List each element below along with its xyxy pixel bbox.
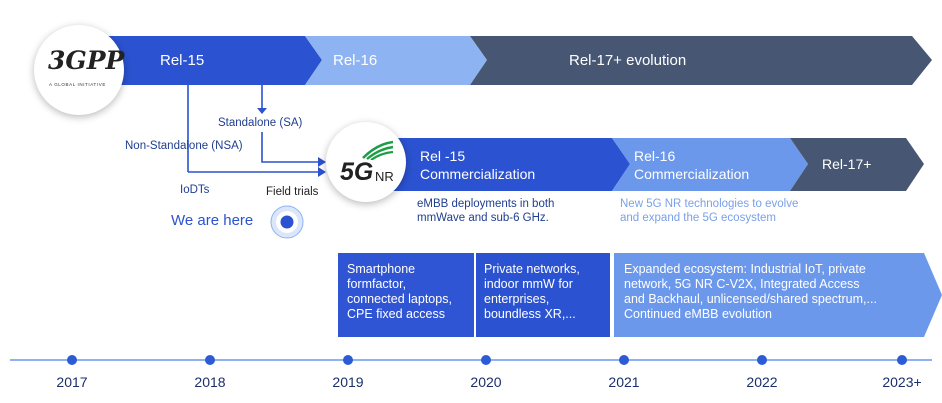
year-2021: 2021 — [608, 374, 640, 390]
year-2017: 2017 — [56, 374, 88, 390]
box-2021-text: Expanded ecosystem: Industrial IoT, priv… — [624, 262, 877, 321]
embb-desc-line2: mmWave and sub-6 GHz. — [417, 212, 549, 224]
box-2019 — [338, 253, 474, 337]
rel17-commercial-label: Rel-17+ — [822, 156, 872, 172]
timeline-dot-2020 — [481, 355, 491, 365]
rel15-commercial-line1: Rel -15 — [420, 148, 466, 164]
rel16-chevron — [305, 36, 487, 85]
standalone-label: Standalone (SA) — [218, 117, 303, 129]
3gpp-tagline: A GLOBAL INITIATIVE — [49, 82, 106, 87]
field-trials-label: Field trials — [266, 186, 319, 198]
rel17-label: Rel-17+ evolution — [569, 52, 687, 69]
rel16-commercial-line1: Rel-16 — [634, 148, 676, 164]
box-2019-text: Smartphone formfactor, connected laptops… — [347, 262, 452, 321]
rel15-commercial-line2: Commercialization — [420, 166, 536, 182]
timeline-dot-2019 — [343, 355, 353, 365]
rel16-commercial-line2: Commercialization — [634, 166, 750, 182]
rel16-commercial-chevron — [612, 138, 808, 191]
year-2019: 2019 — [332, 374, 364, 390]
new5g-desc-line2: and expand the 5G ecosystem — [620, 212, 776, 224]
box-2021 — [614, 253, 942, 337]
rel15-chevron — [70, 36, 322, 85]
timeline-dot-2023 — [897, 355, 907, 365]
5g-text: 5G — [340, 158, 374, 186]
timeline-dot-2021 — [619, 355, 629, 365]
signal-waves-icon — [362, 140, 394, 160]
5g-nr-logo: 5G NR — [326, 122, 406, 202]
rel17-commercial-chevron — [790, 138, 924, 191]
non-standalone-label: Non-Standalone (NSA) — [125, 140, 243, 152]
nr-text: NR — [375, 169, 394, 184]
3gpp-mark: 3GPP — [48, 46, 125, 75]
iodts-label: IoDTs — [180, 184, 210, 196]
we-are-here-label: We are here — [171, 212, 254, 229]
rel15-commercial-chevron — [372, 138, 630, 191]
3gpp-logo: 3GPP A GLOBAL INITIATIVE — [34, 25, 124, 115]
new5g-desc-line1: New 5G NR technologies to evolve — [620, 198, 799, 210]
year-2020: 2020 — [470, 374, 502, 390]
box-2020-text: Private networks, indoor mmW for enterpr… — [484, 262, 580, 321]
year-2018: 2018 — [194, 374, 226, 390]
timeline-dot-2018 — [205, 355, 215, 365]
rel16-label: Rel-16 — [333, 52, 378, 69]
box-2020 — [476, 253, 610, 337]
timeline-dot-2022 — [757, 355, 767, 365]
embb-desc-line1: eMBB deployments in both — [417, 198, 555, 210]
rel17-chevron — [470, 36, 932, 85]
rel15-label: Rel-15 — [160, 52, 205, 69]
year-2022: 2022 — [746, 374, 778, 390]
year-2023: 2023+ — [882, 374, 922, 390]
timeline-dot-2017 — [67, 355, 77, 365]
